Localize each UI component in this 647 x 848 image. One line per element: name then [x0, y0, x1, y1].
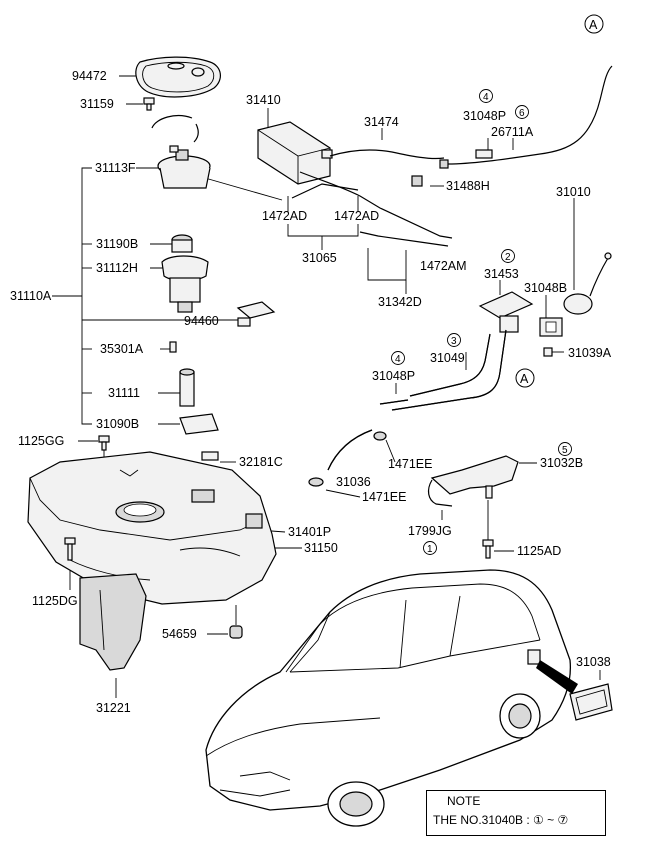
leader-lines	[52, 75, 601, 698]
label-31113F: 31113F	[95, 161, 136, 175]
canister-31410	[257, 121, 333, 185]
label-32181C: 32181C	[239, 455, 283, 469]
gasket-31048B	[539, 317, 563, 337]
bolt-1125AD	[482, 539, 494, 559]
label-31048P-top: 31048P	[463, 109, 506, 123]
callout-4-top-label: 4	[483, 92, 489, 103]
note-box: NOTE THE NO.31040B : ① ~ ⑦	[426, 790, 606, 836]
callout-6	[515, 105, 529, 119]
cap-54659	[229, 625, 243, 639]
label-31038: 31038	[576, 655, 611, 669]
pump-module-31113F	[157, 145, 211, 189]
lock-ring	[151, 115, 199, 143]
note-title: NOTE	[447, 794, 481, 808]
label-31190B: 31190B	[96, 237, 138, 251]
bracket-31112H	[161, 255, 209, 313]
bolt-1125GG	[98, 435, 110, 451]
fuel-cap-31010	[563, 252, 612, 315]
label-31221: 31221	[96, 701, 131, 715]
label-31110A: 31110A	[10, 289, 52, 303]
callout-A-neck-label: A	[520, 372, 529, 386]
label-31036: 31036	[336, 475, 371, 489]
label-26711A: 26711A	[491, 125, 534, 139]
sensor-32181C	[201, 451, 219, 461]
label-1472AD-a: 1472AD	[262, 209, 307, 223]
fuel-pump-31111	[179, 368, 195, 407]
label-1125AD: 1125AD	[517, 544, 561, 558]
protector-31221	[79, 573, 147, 671]
callout-A-top-label: A	[589, 18, 598, 32]
part-labels: 94472 31159 31410 31474 31048P 26711A 31…	[10, 69, 612, 715]
label-1125GG: 1125GG	[18, 434, 64, 448]
hose-31048P-mid	[379, 399, 409, 405]
callout-2-label: 2	[505, 252, 511, 263]
label-31342D: 31342D	[378, 295, 422, 309]
label-31010: 31010	[556, 185, 591, 199]
filler-neck-31049	[391, 329, 507, 411]
label-1125DG: 1125DG	[32, 594, 78, 608]
strainer-31090B	[179, 413, 219, 435]
callout-4-mid	[391, 351, 405, 365]
label-31039A: 31039A	[568, 346, 612, 360]
callout-5-label: 5	[562, 445, 568, 456]
screw-31039A	[543, 347, 553, 357]
callout-1	[423, 541, 437, 555]
label-94472: 94472	[72, 69, 107, 83]
regulator-35301A	[169, 341, 177, 353]
callout-3	[447, 333, 461, 347]
label-31111: 31111	[108, 386, 140, 400]
gasket-94472	[135, 56, 221, 98]
vehicle-illustration	[205, 569, 578, 827]
filler-head-31453	[478, 291, 534, 333]
bolt-1125DG	[64, 537, 76, 561]
filler-vent-hose-26711A	[447, 65, 613, 165]
callout-A-neck	[515, 368, 535, 388]
label-31090B: 31090B	[96, 417, 139, 431]
fuel-tank-31150	[27, 451, 277, 605]
label-31112H: 31112H	[96, 261, 138, 275]
callout-A-top	[584, 14, 604, 34]
label-31032B: 31032B	[540, 456, 583, 470]
label-31401P: 31401P	[288, 525, 331, 539]
label-31048B: 31048B	[524, 281, 567, 295]
label-1471EE-a: 1471EE	[388, 457, 432, 471]
label-94460: 94460	[184, 314, 219, 328]
sender-94460	[236, 301, 276, 327]
vapor-hoses	[291, 149, 453, 247]
callout-circles: A A 4 6 2 3 4 5 1	[391, 14, 604, 555]
callout-2	[501, 249, 515, 263]
bolt-31159	[143, 97, 155, 111]
label-31048P-mid: 31048P	[372, 369, 415, 383]
label-31065: 31065	[302, 251, 337, 265]
note-text: THE NO.31040B : ① ~ ⑦	[433, 813, 569, 827]
cover-31038	[569, 683, 613, 721]
label-31150: 31150	[304, 541, 338, 555]
callout-1-label: 1	[427, 544, 433, 555]
callout-3-label: 3	[451, 336, 457, 347]
label-35301A: 35301A	[100, 342, 144, 356]
label-31453: 31453	[484, 267, 519, 281]
label-31488H: 31488H	[446, 179, 490, 193]
callout-4-mid-label: 4	[395, 354, 401, 365]
label-1472AD-b: 1472AD	[334, 209, 379, 223]
filler-hose-31036	[308, 429, 387, 487]
callout-6-label: 6	[519, 108, 525, 119]
label-31049: 31049	[430, 351, 465, 365]
callout-5	[558, 442, 572, 456]
label-1799JG: 1799JG	[408, 524, 452, 538]
label-31410: 31410	[246, 93, 281, 107]
label-31474: 31474	[364, 115, 399, 129]
label-54659: 54659	[162, 627, 197, 641]
label-1472AM: 1472AM	[420, 259, 467, 273]
label-1471EE-b: 1471EE	[362, 490, 406, 504]
callout-4-top	[479, 89, 493, 103]
protector-31032B	[427, 455, 519, 507]
label-31159: 31159	[80, 97, 114, 111]
filter-31190B	[171, 234, 193, 253]
